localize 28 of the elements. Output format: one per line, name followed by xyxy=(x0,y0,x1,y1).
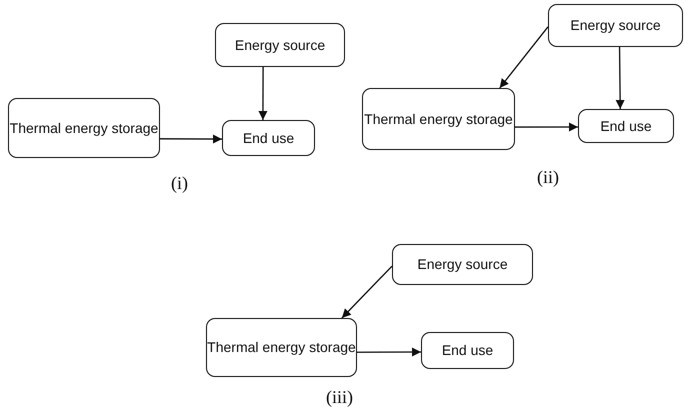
process-box xyxy=(206,318,357,377)
box-label: Thermal energy storage xyxy=(364,110,513,128)
process-box xyxy=(392,244,533,285)
box-label: End use xyxy=(242,128,294,148)
process-box xyxy=(222,120,315,156)
arrow xyxy=(515,122,578,132)
box-label: Energy source xyxy=(234,36,326,54)
panel-label: (i) xyxy=(171,173,188,194)
arrow xyxy=(499,26,548,88)
process-box xyxy=(8,98,160,158)
arrow xyxy=(258,67,268,120)
arrow xyxy=(616,47,625,109)
process-box xyxy=(215,23,345,67)
arrow xyxy=(357,348,421,357)
process-box xyxy=(362,88,515,150)
arrow xyxy=(160,134,222,144)
process-box xyxy=(421,332,514,369)
box-label: End use xyxy=(600,116,652,136)
box-label: End use xyxy=(442,341,494,360)
panel-label: (ii) xyxy=(537,167,559,188)
panel-label: (iii) xyxy=(326,387,353,408)
process-box xyxy=(548,4,683,47)
process-box xyxy=(578,109,674,143)
box-label: Energy source xyxy=(570,16,661,35)
arrow xyxy=(341,266,392,318)
box-label: Thermal energy storage xyxy=(207,338,356,357)
box-label: Energy source xyxy=(417,255,508,274)
box-label: Thermal energy storage xyxy=(10,118,158,138)
